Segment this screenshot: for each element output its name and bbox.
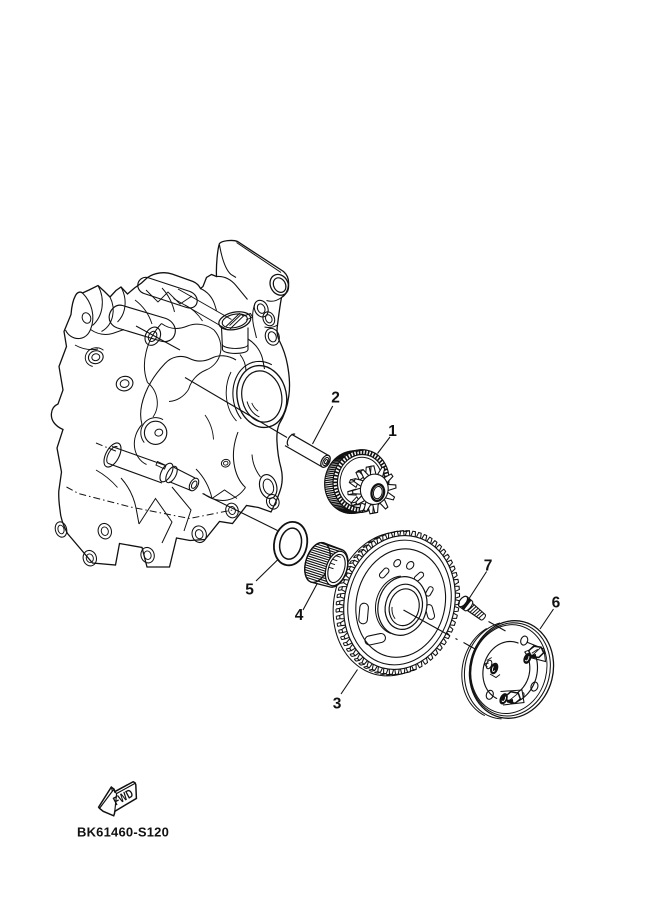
gear-clutch-centerline: [403, 609, 477, 650]
part-label-7: 7: [484, 558, 493, 575]
leader-lines: [255, 405, 554, 695]
fwd-arrow: FWD: [97, 780, 138, 817]
part-label-3: 3: [333, 696, 342, 713]
part-label-6: 6: [552, 595, 561, 612]
part-label-1: 1: [388, 423, 397, 440]
part-label-2: 2: [331, 390, 340, 407]
part-needle-bearing: [304, 541, 349, 588]
part-bolt: [457, 595, 487, 621]
part-idler-gear: [324, 449, 397, 515]
part-starter-gear: [332, 530, 461, 677]
part-labels: 1 2 3 4 5 6 7: [245, 390, 560, 713]
part-label-5: 5: [245, 582, 254, 599]
crankcase: [50, 239, 291, 568]
part-starter-clutch: [461, 620, 555, 720]
diagram-code: BK61460-S120: [77, 825, 169, 840]
part-washer: [273, 521, 309, 567]
part-label-4: 4: [295, 607, 304, 624]
part-pin: [284, 433, 331, 468]
